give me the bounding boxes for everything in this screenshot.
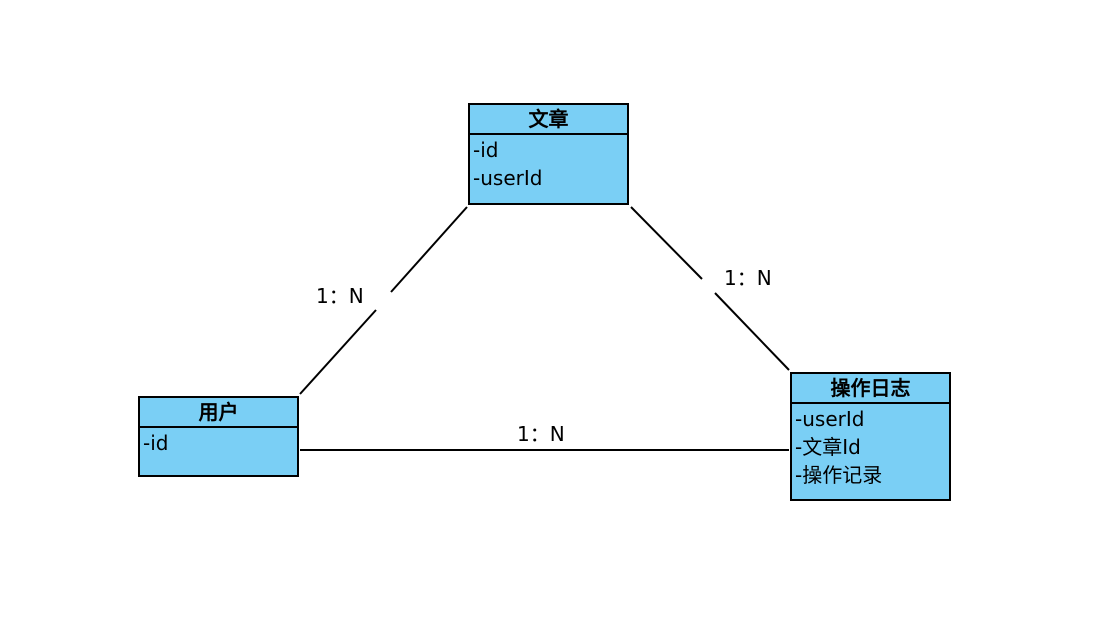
entity-operation-log: 操作日志 -userId -文章Id -操作记录 bbox=[790, 372, 951, 501]
relation-line-user-article-lower bbox=[299, 309, 377, 395]
entity-article: 文章 -id -userId bbox=[468, 103, 629, 205]
entity-attributes: -id bbox=[140, 428, 297, 457]
relation-label-user-oplog: 1：N bbox=[517, 422, 565, 446]
entity-user: 用户 -id bbox=[138, 396, 299, 477]
entity-title: 文章 bbox=[470, 105, 627, 135]
entity-attribute: -文章Id bbox=[795, 435, 861, 459]
entity-attribute: -id bbox=[143, 431, 169, 455]
entity-title: 用户 bbox=[140, 398, 297, 428]
relation-line-article-oplog-lower bbox=[714, 292, 790, 371]
entity-attribute: -userId bbox=[795, 407, 865, 431]
relation-label-article-oplog: 1：N bbox=[724, 266, 772, 290]
entity-attribute: -操作记录 bbox=[795, 463, 883, 487]
entity-title: 操作日志 bbox=[792, 374, 949, 404]
entity-attributes: -id -userId bbox=[470, 135, 627, 192]
relation-line-article-oplog-upper bbox=[630, 206, 703, 280]
entity-attributes: -userId -文章Id -操作记录 bbox=[792, 404, 949, 489]
entity-attribute: -userId bbox=[473, 166, 543, 190]
relation-line-user-article-upper bbox=[390, 206, 468, 293]
entity-attribute: -id bbox=[473, 138, 499, 162]
relation-label-user-article: 1：N bbox=[316, 284, 364, 308]
